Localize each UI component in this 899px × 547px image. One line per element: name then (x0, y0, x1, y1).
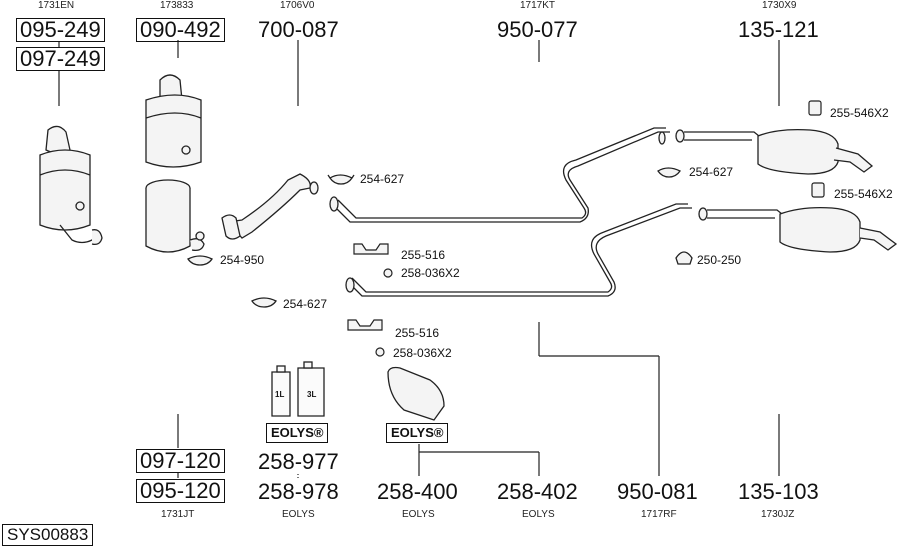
label-254-627-c[interactable]: 254-627 (283, 297, 328, 311)
part-258-977[interactable]: 258-977 (258, 449, 339, 474)
ref-eolys-2: EOLYS (402, 509, 435, 520)
particle-filter-lower (145, 179, 205, 253)
ref-eolys-1: EOLYS (282, 509, 315, 520)
part-950-081[interactable]: 950-081 (617, 479, 698, 504)
part-095-120[interactable]: 095-120 (136, 479, 225, 503)
part-258-978[interactable]: 258-978 (258, 479, 339, 504)
middle-pipe-upper (329, 127, 670, 223)
eolys-logo-2: EOLYS® (386, 423, 449, 443)
part-135-103[interactable]: 135-103 (738, 479, 819, 504)
ref-1730jz: 1730JZ (761, 509, 795, 520)
middle-pipe-lower (345, 203, 692, 297)
catalytic-converter-1 (39, 125, 103, 246)
ref-1717kt: 1717KT (520, 0, 556, 11)
clamp-254-627-a (327, 174, 355, 185)
container-3l-label: 3L (307, 390, 317, 399)
washer-258-036-a (383, 268, 393, 278)
clamp-254-950 (187, 255, 213, 266)
part-700-087[interactable]: 700-087 (258, 17, 339, 42)
part-090-492[interactable]: 090-492 (136, 18, 225, 42)
part-097-120[interactable]: 097-120 (136, 449, 225, 473)
hanger-255-516-a (353, 243, 389, 255)
label-255-516-b[interactable]: 255-516 (395, 326, 440, 340)
part-135-121[interactable]: 135-121 (738, 17, 819, 42)
rear-silencer-lower (698, 206, 898, 253)
additive-tank (387, 366, 445, 421)
part-097-249[interactable]: 097-249 (16, 47, 105, 71)
ref-1706v0: 1706V0 (280, 0, 315, 11)
label-258-036x2-b[interactable]: 258-036X2 (393, 346, 452, 360)
ref-eolys-3: EOLYS (522, 509, 555, 520)
ref-1731jt: 1731JT (161, 509, 195, 520)
part-258-402[interactable]: 258-402 (497, 479, 578, 504)
part-950-077[interactable]: 950-077 (497, 17, 578, 42)
label-250-250[interactable]: 250-250 (697, 253, 742, 267)
label-255-546x2-b[interactable]: 255-546X2 (834, 187, 893, 201)
rear-silencer-upper (675, 128, 874, 175)
front-pipe (221, 173, 319, 240)
eolys-containers (271, 361, 325, 417)
label-255-516-a[interactable]: 255-516 (401, 248, 446, 262)
clamp-254-627-b (657, 167, 681, 178)
label-254-627-a[interactable]: 254-627 (360, 172, 405, 186)
ref-1730x9: 1730X9 (762, 0, 797, 11)
ref-1717rf: 1717RF (641, 509, 677, 520)
part-095-249[interactable]: 095-249 (16, 18, 105, 42)
label-255-546x2-a[interactable]: 255-546X2 (830, 106, 889, 120)
label-254-627-b[interactable]: 254-627 (689, 165, 734, 179)
label-254-950[interactable]: 254-950 (220, 253, 265, 267)
ref-1731en: 1731EN (38, 0, 75, 11)
clamp-250-250 (675, 251, 693, 265)
eolys-logo-1: EOLYS® (266, 423, 329, 443)
hanger-255-546-a (808, 100, 822, 116)
hanger-255-546-b (811, 182, 825, 198)
diagram-id: SYS00883 (2, 524, 94, 546)
label-258-036x2-a[interactable]: 258-036X2 (401, 266, 460, 280)
ref-173833: 173833 (160, 0, 194, 11)
particle-filter-upper (145, 74, 202, 168)
clamp-254-627-c (251, 297, 277, 308)
container-1l-label: 1L (275, 390, 285, 399)
part-258-400[interactable]: 258-400 (377, 479, 458, 504)
washer-258-036-b (375, 347, 385, 357)
hanger-255-516-b (347, 319, 383, 331)
